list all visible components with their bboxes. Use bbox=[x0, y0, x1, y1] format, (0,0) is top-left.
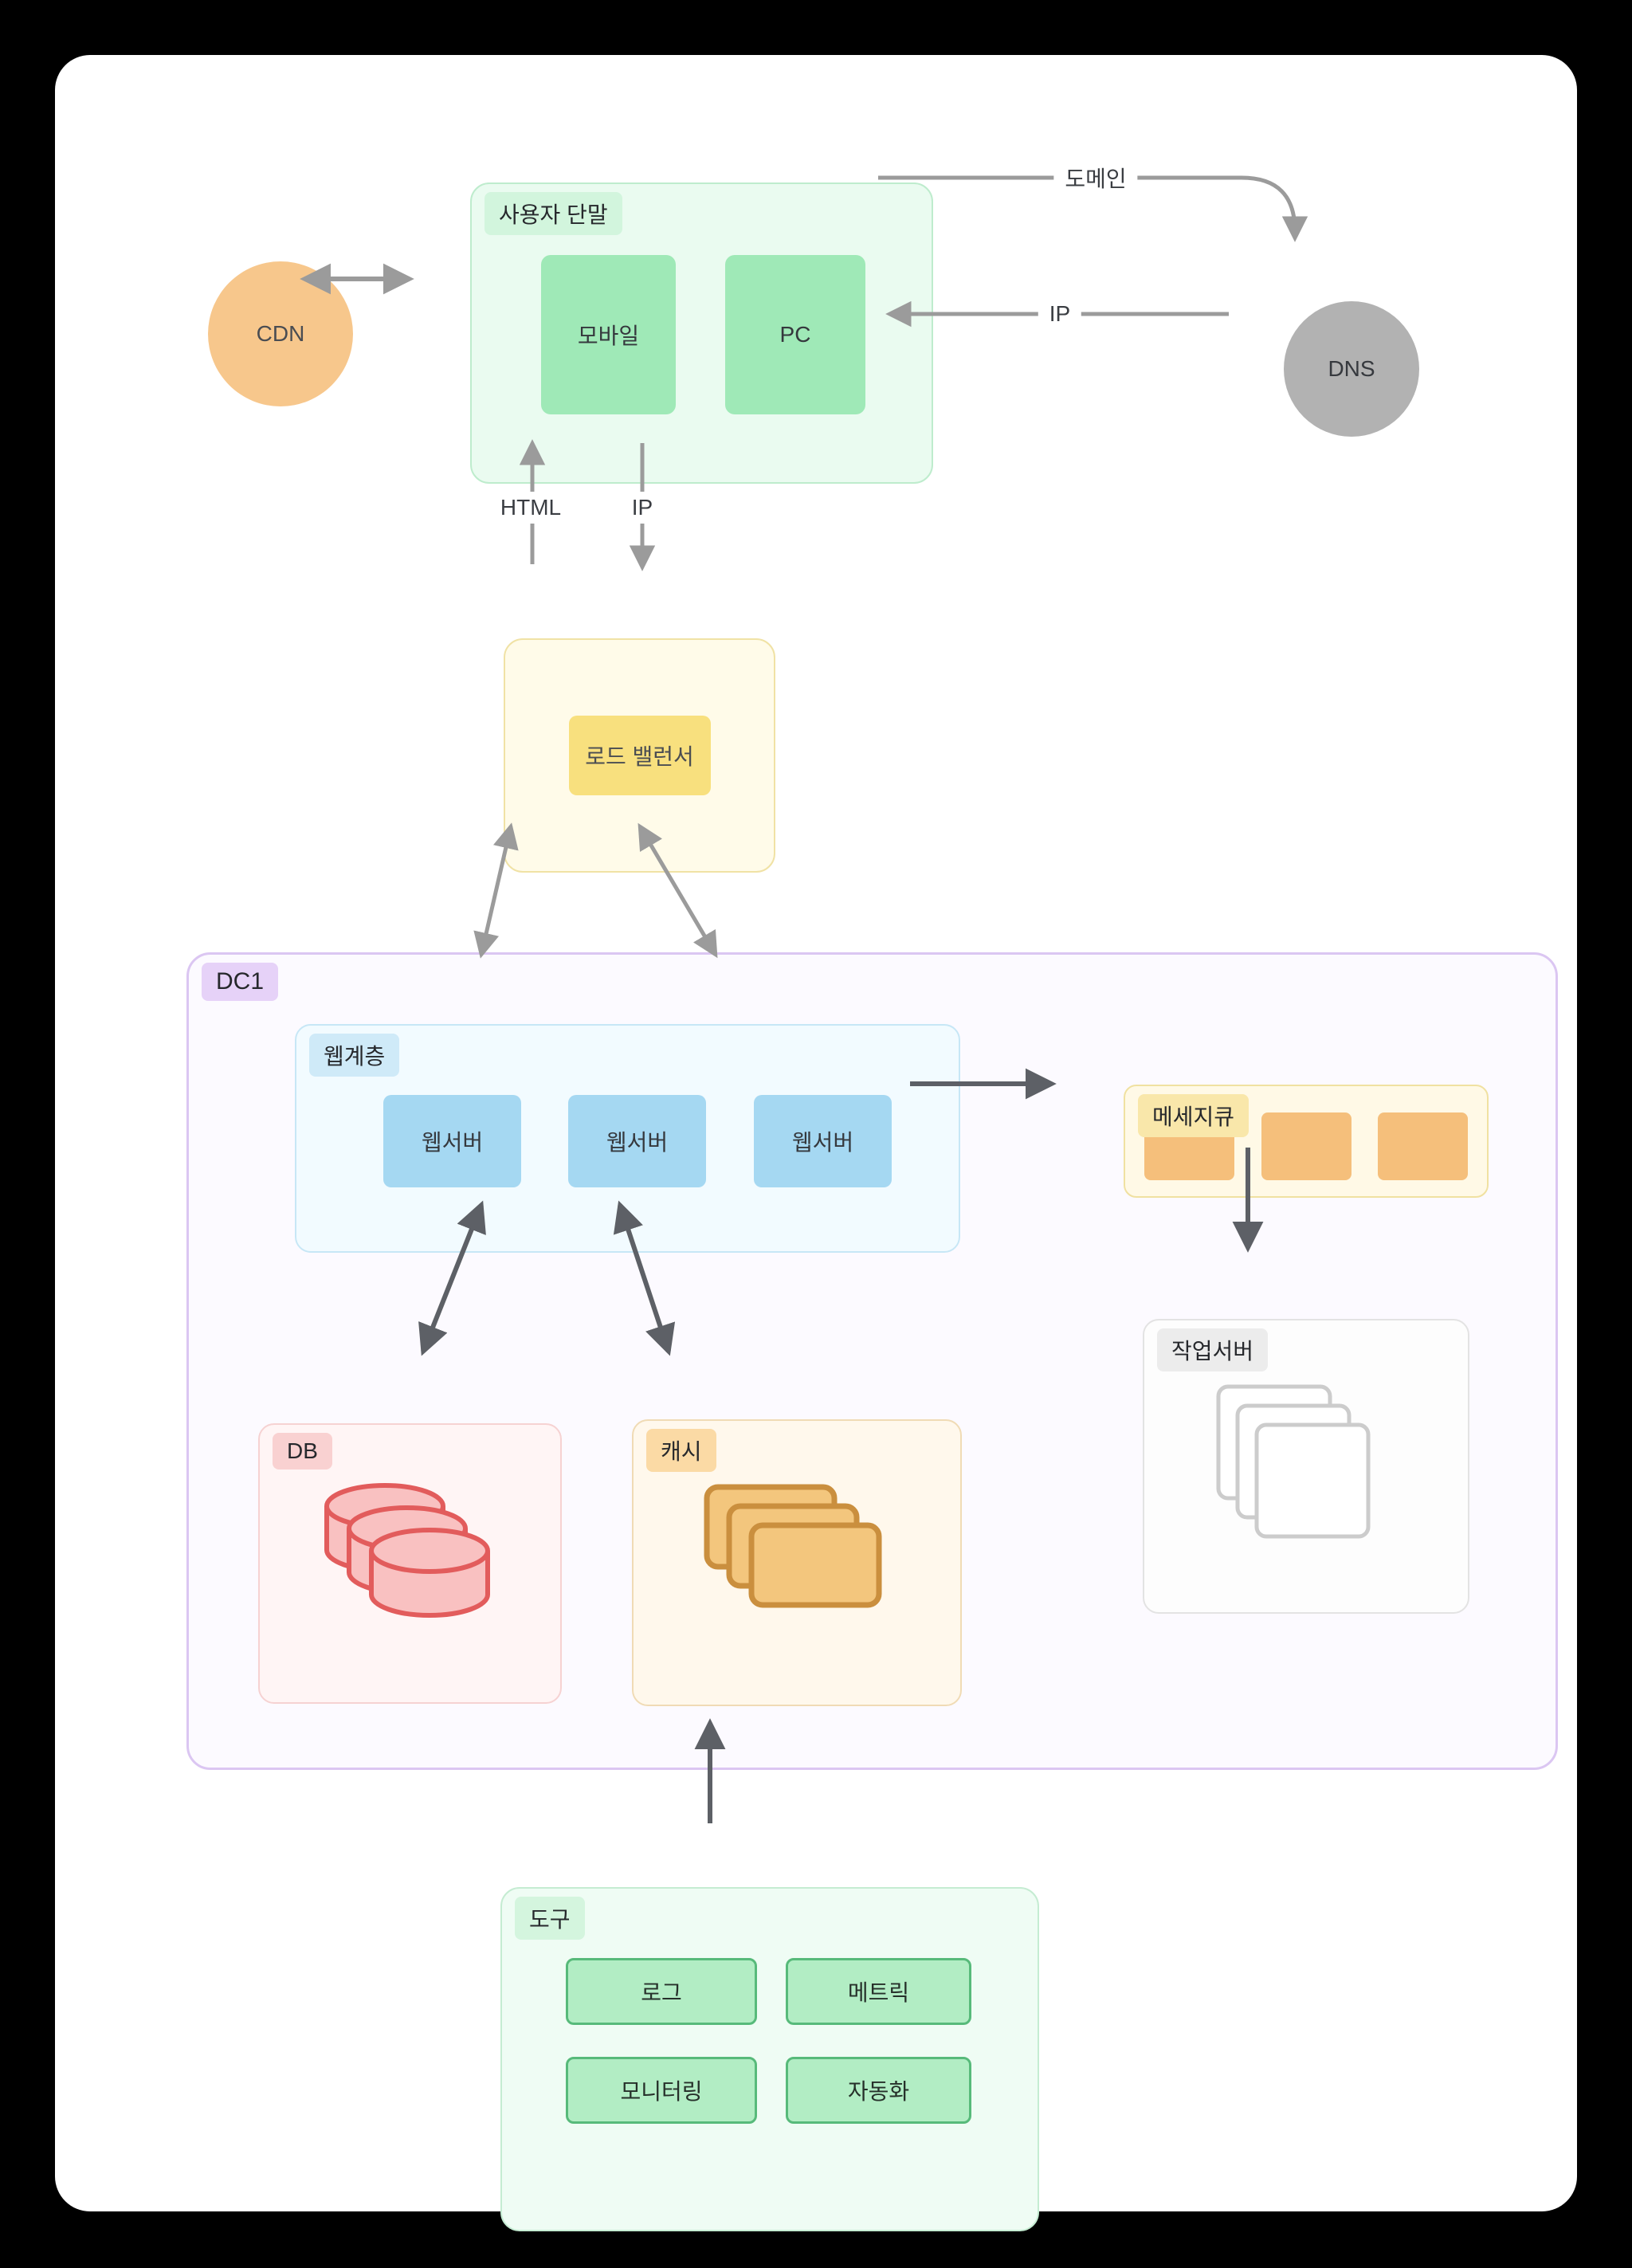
web-server-node: 웹서버 bbox=[754, 1095, 892, 1187]
cache-label: 캐시 bbox=[646, 1429, 716, 1472]
queue-item bbox=[1378, 1112, 1468, 1180]
worker-server-group: 작업서버 bbox=[1143, 1319, 1469, 1614]
queue-item bbox=[1261, 1112, 1352, 1180]
db-group: DB bbox=[258, 1423, 562, 1704]
tools-label: 도구 bbox=[515, 1897, 585, 1940]
tool-item-monitoring: 모니터링 bbox=[566, 2057, 757, 2124]
tool-item-log: 로그 bbox=[566, 1958, 757, 2025]
web-tier-label: 웹계층 bbox=[309, 1034, 400, 1077]
message-queue-group: 메세지큐 bbox=[1124, 1085, 1489, 1198]
dc1-group: DC1 웹계층 웹서버 웹서버 웹서버 메세지큐 작업서버 bbox=[186, 952, 1558, 1770]
load-balancer-group: 로드 밸런서 bbox=[504, 638, 775, 873]
user-terminal-label: 사용자 단말 bbox=[484, 192, 622, 235]
cache-group: 캐시 bbox=[632, 1419, 962, 1706]
web-server-node: 웹서버 bbox=[383, 1095, 521, 1187]
diagram-card: 사용자 단말 모바일 PC CDN DNS 로드 밸런서 DC1 웹계층 웹서버… bbox=[55, 55, 1577, 2231]
mobile-node: 모바일 bbox=[541, 255, 676, 414]
edge-label-html: HTML bbox=[488, 492, 573, 524]
db-label: DB bbox=[273, 1433, 332, 1469]
dc1-label: DC1 bbox=[202, 963, 279, 1001]
load-balancer-node: 로드 밸런서 bbox=[568, 716, 711, 795]
edge-label-domain: 도메인 bbox=[1053, 159, 1138, 197]
cdn-node: CDN bbox=[208, 261, 353, 406]
edge-label-ip: IP bbox=[620, 492, 665, 524]
dns-node: DNS bbox=[1284, 301, 1419, 437]
stacked-squares-icon bbox=[1216, 1384, 1395, 1560]
web-server-node: 웹서버 bbox=[568, 1095, 706, 1187]
cache-cards-icon bbox=[703, 1483, 891, 1642]
database-icon bbox=[324, 1482, 495, 1646]
pc-node: PC bbox=[725, 255, 865, 414]
web-tier-group: 웹계층 웹서버 웹서버 웹서버 bbox=[295, 1024, 960, 1253]
edge-label-ip: IP bbox=[1038, 298, 1082, 330]
user-terminal-group: 사용자 단말 모바일 PC bbox=[470, 182, 933, 484]
message-queue-label: 메세지큐 bbox=[1138, 1094, 1250, 1137]
tool-item-metrics: 메트릭 bbox=[786, 1958, 971, 2025]
worker-server-label: 작업서버 bbox=[1157, 1328, 1269, 1371]
tool-item-automation: 자동화 bbox=[786, 2057, 971, 2124]
tools-group: 도구 로그 메트릭 모니터링 자동화 bbox=[500, 1887, 1039, 2231]
